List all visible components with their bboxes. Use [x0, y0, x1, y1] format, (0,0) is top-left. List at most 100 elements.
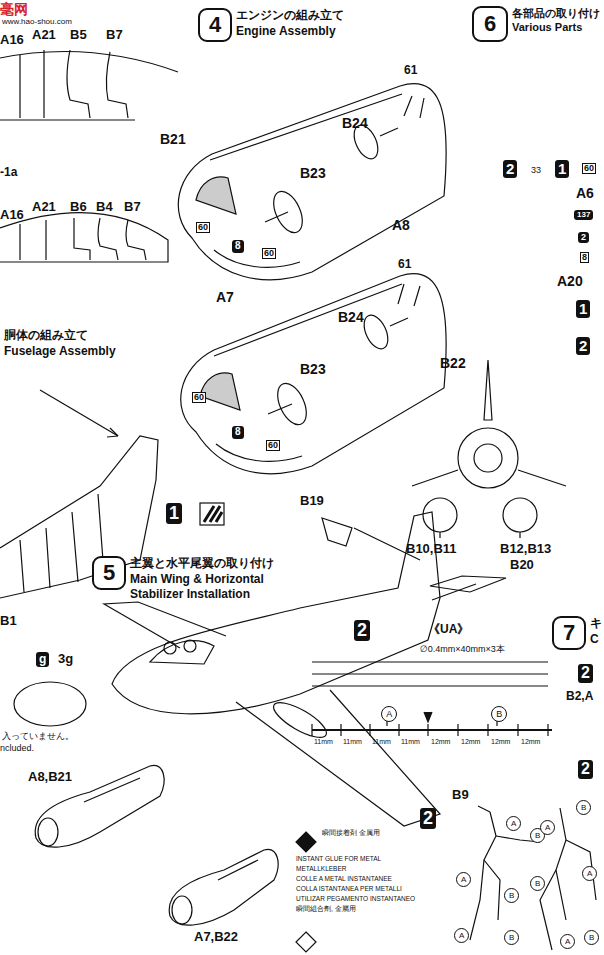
note-text: 12mm: [431, 738, 450, 745]
step-number: 5: [92, 556, 126, 590]
wire-point: A: [381, 706, 397, 722]
paint-code: 2: [503, 160, 517, 178]
note-text: 33: [531, 166, 541, 175]
part-name: B5: [70, 28, 87, 42]
part-name: A21: [32, 28, 56, 42]
note-text: ∅0.4mm×40mm×3本: [420, 645, 505, 654]
step-heading: C: [590, 632, 602, 648]
step-heading-group: 各部品の取り付けVarious Parts: [512, 6, 600, 35]
paint-callout: 60: [582, 163, 596, 174]
step-heading-group: エンジンの組み立てEngine Assembly: [236, 8, 344, 39]
paint-code: 1: [555, 160, 569, 178]
paint-code: 2: [354, 620, 370, 641]
step-heading-group: 主翼と水平尾翼の取り付けMain Wing & Horizontal Stabi…: [130, 556, 320, 603]
paint-code: 2: [578, 232, 589, 243]
part-name: A20: [557, 274, 583, 289]
part-name: B7: [106, 28, 123, 42]
part-name: 3g: [58, 652, 73, 666]
watermark: 毫网: [0, 2, 28, 17]
step-marker: 胴体の組み立てFuselage Assembly: [4, 328, 116, 359]
part-name: B23: [300, 166, 326, 181]
step-heading: 胴体の組み立て: [4, 328, 116, 344]
part-name: B6: [70, 200, 87, 214]
engine-nacelle: [181, 274, 446, 474]
part-name: B7: [124, 200, 141, 214]
paint-callout: 60: [266, 440, 280, 451]
paint-code: 8: [232, 426, 244, 439]
part-name: A8: [392, 218, 410, 233]
note-text: 12mm: [521, 738, 540, 745]
note-text: INSTANT GLUE FOR METAL: [296, 856, 381, 863]
part-name: B24: [342, 116, 368, 131]
part-name: A8,B21: [28, 770, 72, 784]
engine-nacelle: [178, 83, 446, 279]
paint-code: g: [36, 652, 49, 667]
step-number: 7: [552, 616, 586, 650]
part-name: B4: [96, 200, 113, 214]
note-text: 12mm: [491, 738, 510, 745]
front-view: [412, 360, 566, 538]
paint-code: 1: [576, 300, 590, 318]
wire-point: B: [584, 930, 599, 945]
wire-point: B: [491, 706, 507, 722]
part-name: 61: [404, 64, 417, 77]
part-name: 61: [398, 258, 411, 271]
step-heading: キ: [590, 616, 602, 632]
part-name: A7: [216, 290, 234, 305]
part-name: A7,B22: [194, 930, 238, 944]
step-heading: Main Wing & Horizontal Stabilizer Instal…: [130, 572, 320, 603]
wire-point: A: [582, 866, 597, 881]
paint-callout: 60: [262, 248, 276, 259]
wire-point: A: [540, 820, 555, 835]
note-text: www.hao-shou.com: [2, 18, 72, 26]
note-text: 瞬間組合劑, 金屬用: [296, 906, 356, 913]
part-name: B9: [452, 788, 469, 802]
part-name: B12,B13: [500, 542, 551, 556]
note-text: 12mm: [461, 738, 480, 745]
weight-icon: [14, 682, 86, 726]
wire-point: B: [504, 930, 519, 945]
note-text: 入っていません。: [2, 732, 74, 741]
part-name: B10,B11: [406, 542, 457, 556]
step-heading-group: 胴体の組み立てFuselage Assembly: [4, 328, 116, 359]
step-number: 4: [198, 8, 232, 42]
paint-code: 2: [576, 337, 590, 355]
paint-callout: 8: [580, 252, 589, 263]
step-heading: 主翼と水平尾翼の取り付け: [130, 556, 320, 572]
part-name: B1: [0, 614, 17, 628]
part-name: B21: [160, 132, 186, 147]
nacelle: [35, 765, 278, 925]
step-heading-group: キC: [590, 616, 602, 647]
wire-point: A: [506, 816, 521, 831]
paint-code: 8: [232, 240, 244, 253]
step-number: 6: [472, 6, 508, 42]
wire-point: A: [560, 934, 575, 949]
step-heading: 各部品の取り付け: [512, 6, 600, 20]
part-name: B2,A: [566, 690, 593, 703]
note-text: 瞬間接着剤 金属用: [322, 830, 380, 837]
part-name: 《UA》: [428, 623, 469, 636]
note-text: METALLKLEBER: [296, 866, 346, 873]
part-name: -1a: [0, 166, 17, 179]
wire-point: A: [454, 928, 469, 943]
paint-callout: 60: [196, 222, 210, 233]
part-name: B24: [338, 310, 364, 325]
step-heading: Engine Assembly: [236, 24, 344, 40]
paint-code: 1: [166, 503, 182, 524]
paint-code: 137: [574, 210, 593, 220]
step-marker: 6各部品の取り付けVarious Parts: [472, 6, 600, 42]
paint-callout: 60: [192, 392, 206, 403]
note-text: COLLE A METAL INSTANTANEE: [296, 876, 392, 883]
note-text: ncluded.: [0, 744, 34, 753]
part-name: A21: [32, 200, 56, 214]
step-marker: 4エンジンの組み立てEngine Assembly: [198, 8, 344, 42]
part-name: A16: [0, 208, 24, 222]
paint-code: 2: [420, 808, 436, 829]
note-text: 11mm: [343, 738, 362, 745]
wire-point: B: [530, 876, 545, 891]
landing-gear: [470, 806, 596, 950]
paint-code: 2: [578, 664, 593, 683]
wire-point: B: [504, 888, 519, 903]
